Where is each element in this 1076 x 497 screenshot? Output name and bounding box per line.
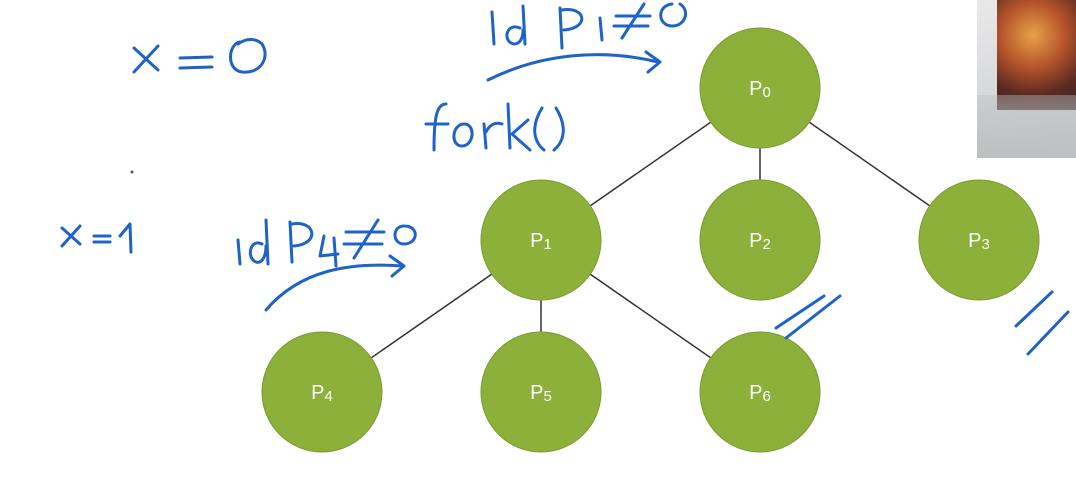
- process-node-p1: P1: [480, 179, 602, 301]
- node-circle: [480, 331, 602, 453]
- node-circle: [918, 179, 1040, 301]
- exit-mark-p3: [1014, 290, 1070, 356]
- node-label: P6: [749, 382, 771, 405]
- tree-edges: [321, 87, 980, 393]
- node-letter: P: [530, 230, 543, 252]
- node-label: P2: [749, 230, 771, 253]
- node-label: P5: [530, 382, 552, 405]
- node-letter: P: [530, 382, 543, 404]
- annotation-id-p4: [236, 218, 417, 312]
- annotation-x-equals-1: [60, 222, 133, 254]
- exit-mark-p6: [774, 294, 842, 340]
- process-node-p4: P4: [261, 331, 383, 453]
- node-subscript: 2: [763, 236, 771, 253]
- node-subscript: 3: [982, 236, 990, 253]
- process-node-p5: P5: [480, 331, 602, 453]
- stray-dot: [130, 170, 134, 174]
- node-circle: [261, 331, 383, 453]
- node-letter: P: [749, 230, 762, 252]
- node-circle: [480, 179, 602, 301]
- process-node-p6: P6: [699, 331, 821, 453]
- node-circle: [699, 331, 821, 453]
- node-subscript: 1: [544, 236, 552, 253]
- annotation-id-p1: [486, 2, 688, 82]
- node-subscript: 4: [325, 388, 333, 405]
- node-circle: [699, 179, 821, 301]
- node-subscript: 0: [763, 84, 771, 101]
- node-circle: [699, 27, 821, 149]
- node-label: P4: [311, 382, 333, 405]
- node-label: P0: [749, 78, 771, 101]
- node-letter: P: [311, 382, 324, 404]
- process-node-p0: P0: [699, 27, 821, 149]
- annotation-x-equals-0: [132, 38, 267, 74]
- node-letter: P: [749, 78, 762, 100]
- node-label: P3: [968, 230, 990, 253]
- node-label: P1: [530, 230, 552, 253]
- node-subscript: 5: [544, 388, 552, 405]
- node-letter: P: [968, 230, 981, 252]
- process-node-p3: P3: [918, 179, 1040, 301]
- node-subscript: 6: [763, 388, 771, 405]
- webcam-wall: [977, 95, 1076, 158]
- webcam-overlay: [977, 0, 1076, 158]
- node-letter: P: [749, 382, 762, 404]
- process-node-p2: P2: [699, 179, 821, 301]
- webcam-background-poster: [997, 0, 1076, 110]
- annotation-fork: [424, 102, 565, 152]
